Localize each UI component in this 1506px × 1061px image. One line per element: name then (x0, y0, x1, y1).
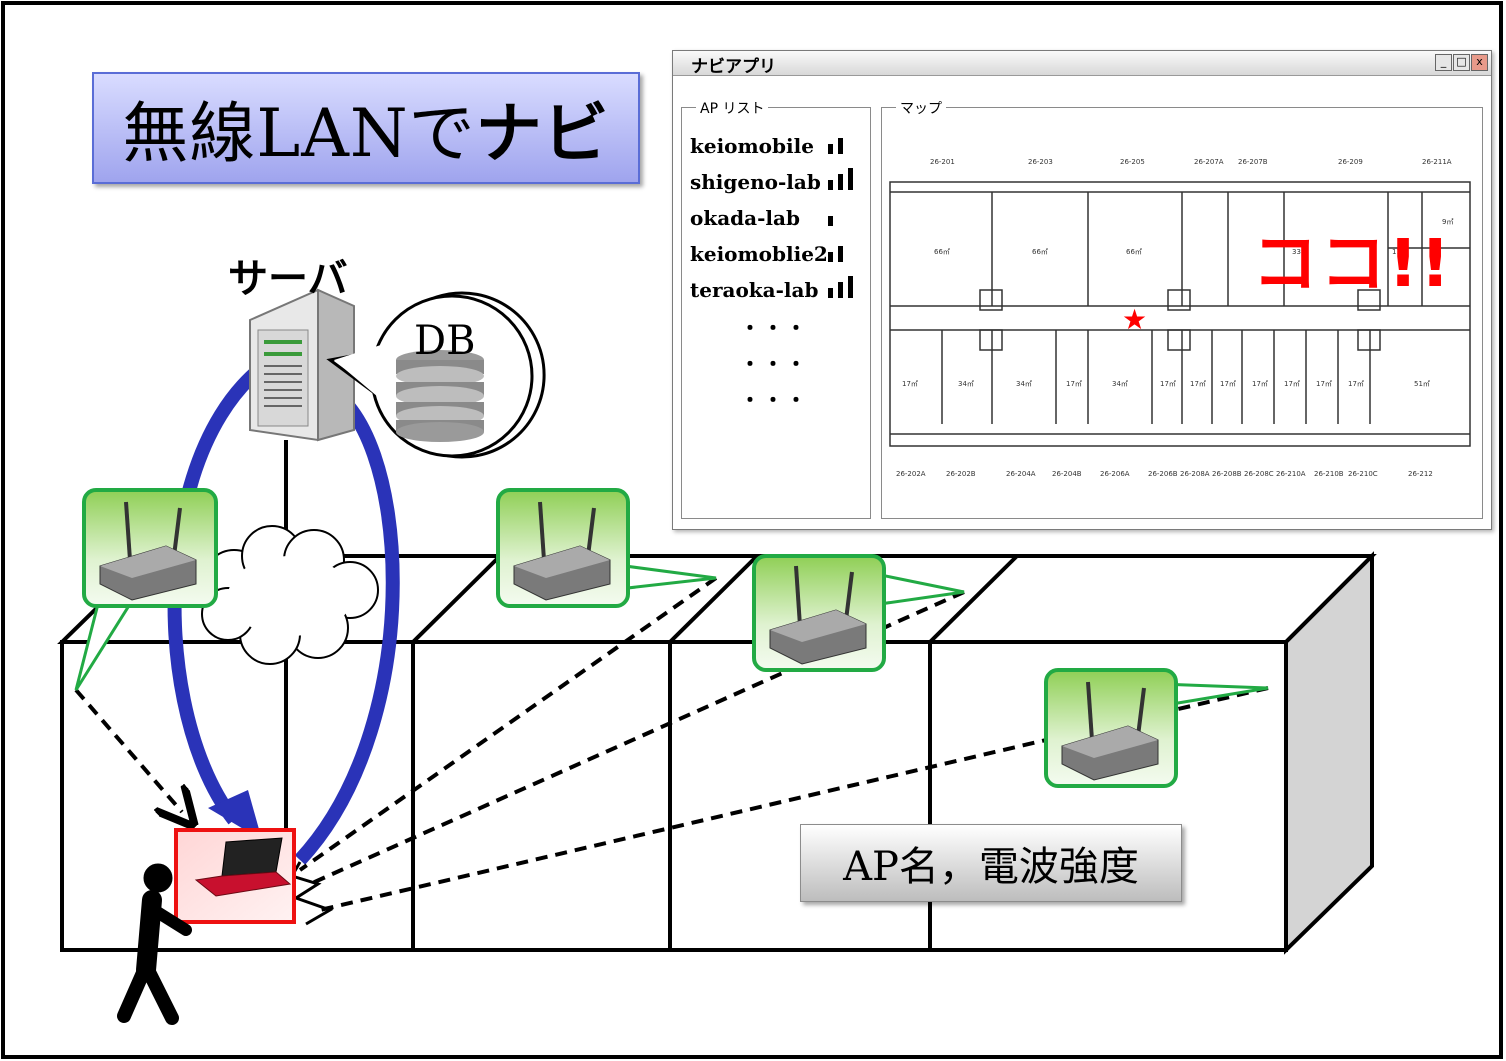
signal-info-label: AP名，電波強度 (800, 824, 1182, 902)
cloud-icon (201, 525, 379, 665)
access-point-3 (752, 554, 965, 672)
map-room-label: 26-203 (1028, 158, 1053, 166)
map-room-size: 34㎡ (1112, 380, 1128, 388)
signal-bars-icon (828, 274, 864, 298)
title-bold: ナビ (475, 95, 610, 172)
floor-map[interactable]: 26-201 26-203 26-205 26-207A 26-207B 26-… (882, 108, 1478, 514)
map-room-label: 26-212 (1408, 470, 1433, 478)
database-icon (396, 350, 484, 442)
map-room-label: 26-208C (1244, 470, 1274, 478)
map-room-label: 26-205 (1120, 158, 1145, 166)
ap-name[interactable]: teraoka-lab (690, 278, 819, 302)
map-room-size: 66㎡ (1126, 248, 1142, 256)
signal-bars-icon (828, 202, 864, 226)
server-label: サーバ (228, 256, 348, 302)
slide-title: 無線LANでナビ (92, 72, 640, 184)
map-room-label: 26-207A (1194, 158, 1224, 166)
map-room-label: 26-206B (1148, 470, 1178, 478)
map-room-size: 33㎡ (1292, 248, 1308, 256)
list-ellipsis: ・・・ (740, 352, 809, 376)
close-button[interactable]: x (1471, 54, 1488, 71)
ap-name[interactable]: okada-lab (690, 206, 800, 230)
map-room-size: 17㎡ (902, 380, 918, 388)
ap-list-panel: AP リスト keiomobile shigeno-lab okada-lab … (681, 98, 871, 519)
map-room-size: 66㎡ (934, 248, 950, 256)
map-room-label: 26-204A (1006, 470, 1036, 478)
ap-name[interactable]: shigeno-lab (690, 170, 821, 194)
signal-bars-icon (828, 130, 864, 154)
ap-name[interactable]: keiomobile (690, 134, 814, 158)
map-room-size: 17㎡ (1160, 380, 1176, 388)
signal-bars-icon (828, 166, 864, 190)
map-room-label: 26-204B (1052, 470, 1082, 478)
map-room-label: 26-209 (1338, 158, 1363, 166)
map-room-label: 26-207B (1238, 158, 1268, 166)
map-room-label: 26-208B (1212, 470, 1242, 478)
map-room-label: 26-202B (946, 470, 976, 478)
map-label: マップ (896, 98, 946, 118)
navi-app-window[interactable]: ナビアプリ _ □ x AP リスト keiomobile shigeno-la… (672, 50, 1492, 530)
current-location-star-icon: ★ (1122, 303, 1148, 336)
map-room-size: 17㎡ (1066, 380, 1082, 388)
map-room-size: 11㎡ (1392, 248, 1408, 256)
list-ellipsis: ・・・ (740, 388, 809, 412)
map-room-size: 9㎡ (1442, 218, 1453, 226)
map-room-label: 26-210B (1314, 470, 1344, 478)
person-icon (117, 863, 192, 1025)
map-room-label: 26-210A (1276, 470, 1306, 478)
ap-list-label: AP リスト (696, 98, 769, 118)
db-label: DB (414, 318, 476, 364)
access-point-2 (496, 488, 717, 608)
router-icon (769, 565, 867, 665)
maximize-button[interactable]: □ (1453, 54, 1470, 71)
router-icon (513, 501, 611, 601)
map-room-size: 66㎡ (1032, 248, 1048, 256)
laptop-icon (174, 828, 296, 924)
access-point-1 (74, 488, 218, 691)
list-ellipsis: ・・・ (740, 316, 809, 340)
map-room-size: 17㎡ (1316, 380, 1332, 388)
map-room-label: 26-208A (1180, 470, 1210, 478)
map-room-label: 26-211A (1422, 158, 1452, 166)
db-bubble (326, 291, 546, 459)
map-room-label: 26-210C (1348, 470, 1378, 478)
window-titlebar[interactable]: ナビアプリ _ □ x (673, 51, 1491, 77)
map-panel: マップ (881, 98, 1483, 519)
map-room-size: 17㎡ (1190, 380, 1206, 388)
ap-name[interactable]: keiomoblie2 (690, 242, 828, 266)
map-room-size: 17㎡ (1348, 380, 1364, 388)
map-room-size: 17㎡ (1252, 380, 1268, 388)
title-normal: 無線LANで (122, 95, 476, 172)
access-point-4 (1044, 668, 1269, 788)
map-room-label: 26-206A (1100, 470, 1130, 478)
here-label: ココ!! (1252, 225, 1453, 302)
map-room-size: 51㎡ (1414, 380, 1430, 388)
map-room-label: 26-201 (930, 158, 955, 166)
minimize-button[interactable]: _ (1435, 54, 1452, 71)
router-icon (1061, 681, 1159, 781)
map-room-size: 34㎡ (1016, 380, 1032, 388)
window-title: ナビアプリ (691, 57, 776, 77)
signal-bars-icon (828, 238, 864, 262)
map-room-size: 34㎡ (958, 380, 974, 388)
map-room-label: 26-202A (896, 470, 926, 478)
map-room-size: 17㎡ (1284, 380, 1300, 388)
map-room-size: 17㎡ (1220, 380, 1236, 388)
arrow-response-head (208, 790, 262, 840)
router-icon (99, 501, 197, 601)
